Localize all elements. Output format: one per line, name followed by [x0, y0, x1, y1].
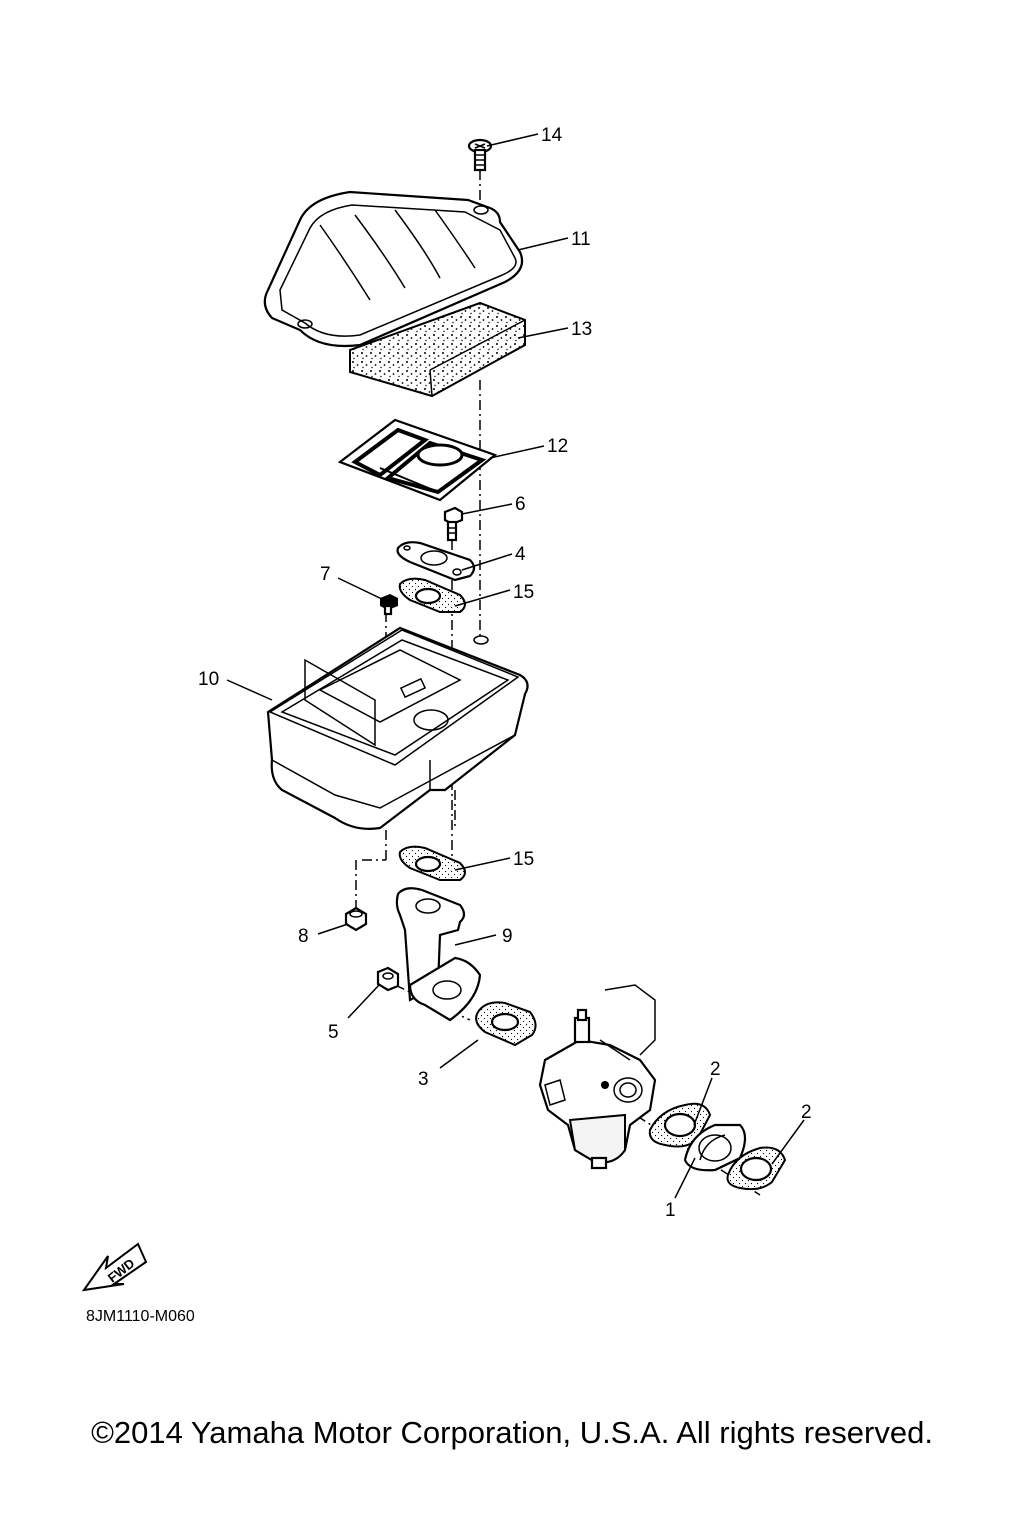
part-9-intake-elbow: [395, 887, 482, 1022]
callout-3: 3: [418, 1069, 429, 1090]
callout-14: 14: [541, 125, 563, 146]
part-4-plate: [396, 541, 476, 582]
callout-4: 4: [515, 544, 526, 565]
callout-7: 7: [320, 564, 331, 585]
fwd-arrow-icon: FWD: [81, 1242, 148, 1292]
callout-11: 11: [571, 229, 591, 250]
callout-13: 13: [571, 319, 592, 340]
callout-1: 1: [665, 1200, 676, 1221]
callout-12: 12: [547, 436, 568, 457]
callout-8: 8: [298, 926, 309, 947]
diagram-code: 8JM1110-M060: [86, 1308, 195, 1325]
callout-5: 5: [328, 1022, 339, 1043]
leader-lines: [226, 133, 805, 1199]
part-15-gasket-upper: [398, 577, 466, 613]
carburetor: [538, 984, 657, 1170]
part-12-filter-screen: [337, 418, 498, 502]
callout-15-upper: 15: [513, 582, 534, 603]
callout-2b: 2: [801, 1102, 812, 1123]
part-10-air-cleaner-case: [266, 626, 529, 830]
part-14-screw: [467, 138, 493, 172]
part-11-air-cleaner-cover: [263, 190, 524, 348]
callout-9: 9: [502, 926, 513, 947]
callout-10: 10: [198, 669, 219, 690]
part-8-nut: [344, 906, 368, 932]
part-2-gasket-a: [648, 1102, 712, 1148]
callout-15-lower: 15: [513, 849, 534, 870]
part-1-insulator: [683, 1123, 747, 1172]
callout-2a: 2: [710, 1059, 721, 1080]
part-5-nut: [376, 966, 400, 992]
part-6-bolt: [443, 506, 464, 542]
callouts: 14 11 13 12 6 4 15 7 10 15 9 8 5 3 2 2 1: [198, 125, 812, 1221]
part-15-gasket-lower: [398, 845, 466, 881]
part-13-foam-element: [349, 301, 526, 398]
copyright-notice: ©2014 Yamaha Motor Corporation, U.S.A. A…: [91, 1415, 933, 1450]
callout-6: 6: [515, 494, 526, 515]
part-7-bolt: [380, 594, 398, 616]
part-2-gasket-b: [726, 1146, 787, 1191]
part-3-gasket: [475, 1001, 537, 1047]
fwd-label: FWD: [105, 1255, 138, 1285]
